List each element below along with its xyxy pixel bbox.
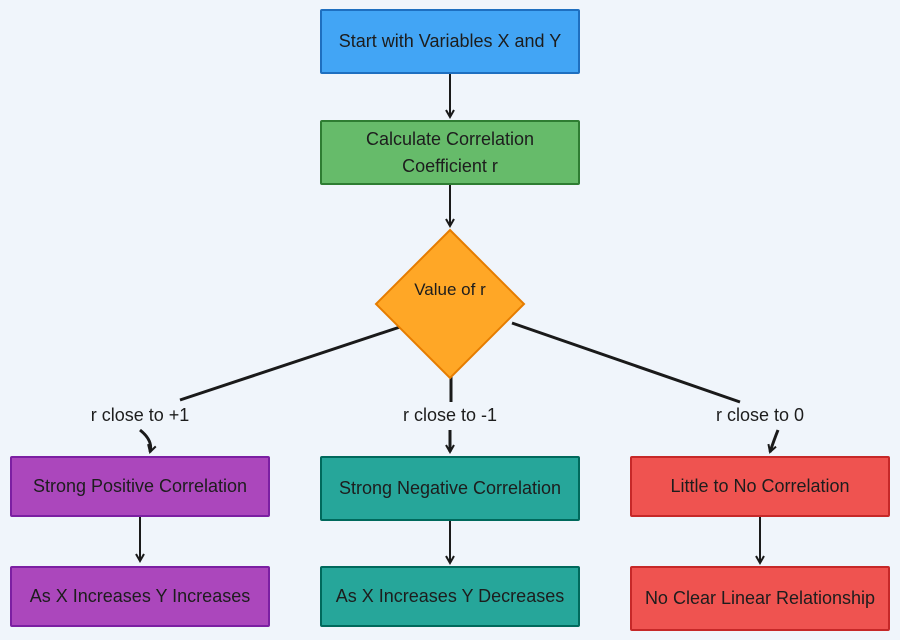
decision-diamond (374, 228, 526, 380)
positive-result-label: As X Increases Y Increases (29, 586, 251, 606)
negative-result-label: As X Increases Y Decreases (335, 586, 565, 606)
start-node-label: Start with Variables X and Y (338, 31, 562, 51)
edge-label-positive: r close to +1 (88, 405, 192, 426)
calculate-node-label: Calculate Correlation Coefficient r (365, 128, 535, 176)
negative-node: Strong Negative Correlation (320, 456, 580, 521)
none-result-label: No Clear Linear Relationship (644, 588, 876, 608)
positive-node: Strong Positive Correlation (10, 456, 270, 517)
edge-label-negative: r close to -1 (400, 405, 500, 426)
edge-decision-to-positive (139, 323, 407, 452)
none-node-label: Little to No Correlation (670, 476, 850, 496)
positive-node-label: Strong Positive Correlation (32, 476, 248, 496)
edge-decision-to-none (511, 321, 778, 452)
decision-node-label: Value of r (414, 280, 486, 299)
edge-decision-to-negative (450, 376, 451, 452)
positive-result-node: As X Increases Y Increases (10, 566, 270, 627)
start-node: Start with Variables X and Y (320, 9, 580, 74)
none-node: Little to No Correlation (630, 456, 890, 517)
negative-result-node: As X Increases Y Decreases (320, 566, 580, 627)
none-result-node: No Clear Linear Relationship (630, 566, 890, 631)
negative-node-label: Strong Negative Correlation (338, 478, 562, 498)
edge-label-none: r close to 0 (713, 405, 807, 426)
calculate-node: Calculate Correlation Coefficient r (320, 120, 580, 185)
